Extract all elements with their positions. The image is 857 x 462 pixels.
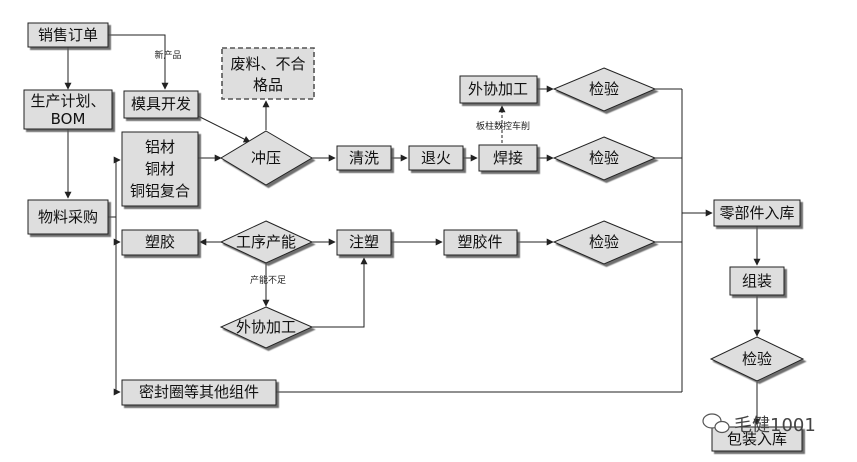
edge-mold-to-stamping (197, 115, 251, 143)
node-process-capacity-label: 工序产能 (236, 233, 296, 251)
node-outsource-top: 外协加工 (459, 75, 538, 104)
node-injection: 注塑 (336, 229, 392, 256)
node-inspect-weld-label: 检验 (589, 149, 619, 167)
node-stamping-label: 冲压 (251, 149, 281, 167)
edge-label-insufficient-capacity: 产能不足 (250, 274, 286, 286)
node-stamping: 冲压 (220, 130, 313, 186)
node-metals: 铝材 铜材 铜铝复合 (121, 131, 199, 207)
node-scrap-label-1: 废料、不合 (230, 55, 305, 73)
node-inspect-top: 检验 (552, 67, 657, 112)
node-mold-development-label: 模具开发 (131, 95, 191, 113)
node-mold-development: 模具开发 (123, 90, 199, 119)
wechat-icon (702, 413, 730, 434)
node-plastic-label: 塑胶 (145, 233, 175, 251)
node-welding-label: 焊接 (493, 149, 523, 167)
node-cleaning: 清洗 (336, 145, 392, 171)
node-production-plan: 生产计划、 BOM (23, 89, 113, 130)
node-assembly-label: 组装 (742, 272, 772, 290)
edge-sales-to-mold (108, 34, 169, 90)
node-welding: 焊接 (478, 144, 538, 172)
node-inspect-final: 检验 (709, 336, 805, 382)
node-parts-storage-label: 零部件入库 (719, 204, 794, 222)
edge-label-cnc-lathe: 板柱数控车削 (476, 120, 530, 132)
node-metals-label-3: 铜铝复合 (130, 182, 190, 200)
node-assembly: 组装 (729, 266, 785, 296)
node-outsource-bottom-label: 外协加工 (236, 318, 296, 336)
edge-label-new-product: 新产品 (154, 49, 181, 61)
node-production-plan-label-2: BOM (51, 110, 86, 128)
node-annealing: 退火 (408, 145, 464, 171)
node-plastic-part: 塑胶件 (443, 229, 518, 256)
node-production-plan-label-1: 生产计划、 (30, 92, 105, 110)
node-inspect-plastic-label: 检验 (589, 233, 619, 251)
node-inspect-final-label: 检验 (742, 350, 772, 368)
node-sales-order-label: 销售订单 (38, 26, 98, 44)
node-process-capacity: 工序产能 (219, 220, 314, 264)
node-sales-order: 销售订单 (27, 22, 109, 48)
node-packing-label: 包装入库 (727, 430, 787, 448)
node-injection-label: 注塑 (349, 233, 379, 251)
node-material-purchase: 物料采购 (27, 199, 109, 235)
watermark: 毛健1001 (702, 413, 816, 436)
node-outsource-top-label: 外协加工 (468, 80, 528, 98)
node-annealing-label: 退火 (421, 149, 451, 167)
watermark-text: 毛健1001 (734, 415, 816, 436)
node-inspect-top-label: 检验 (589, 80, 619, 98)
node-inspect-weld: 检验 (552, 136, 657, 181)
node-plastic-part-label: 塑胶件 (457, 233, 502, 251)
node-metals-label-1: 铝材 (145, 138, 175, 156)
node-parts-storage: 零部件入库 (713, 199, 801, 227)
node-material-purchase-label: 物料采购 (38, 208, 98, 226)
node-outsource-bottom: 外协加工 (219, 306, 314, 349)
node-cleaning-label: 清洗 (349, 149, 379, 167)
node-scrap: 废料、不合 格品 (221, 47, 315, 100)
node-plastic: 塑胶 (121, 229, 199, 256)
node-inspect-plastic: 检验 (552, 220, 657, 265)
edges (64, 34, 761, 426)
edge-outsource-to-injection (312, 257, 368, 328)
node-seal-parts-label: 密封圈等其他组件 (139, 383, 259, 401)
node-scrap-label-2: 格品 (253, 76, 283, 94)
node-metals-label-2: 铜材 (145, 160, 175, 178)
node-seal-parts: 密封圈等其他组件 (121, 379, 277, 406)
